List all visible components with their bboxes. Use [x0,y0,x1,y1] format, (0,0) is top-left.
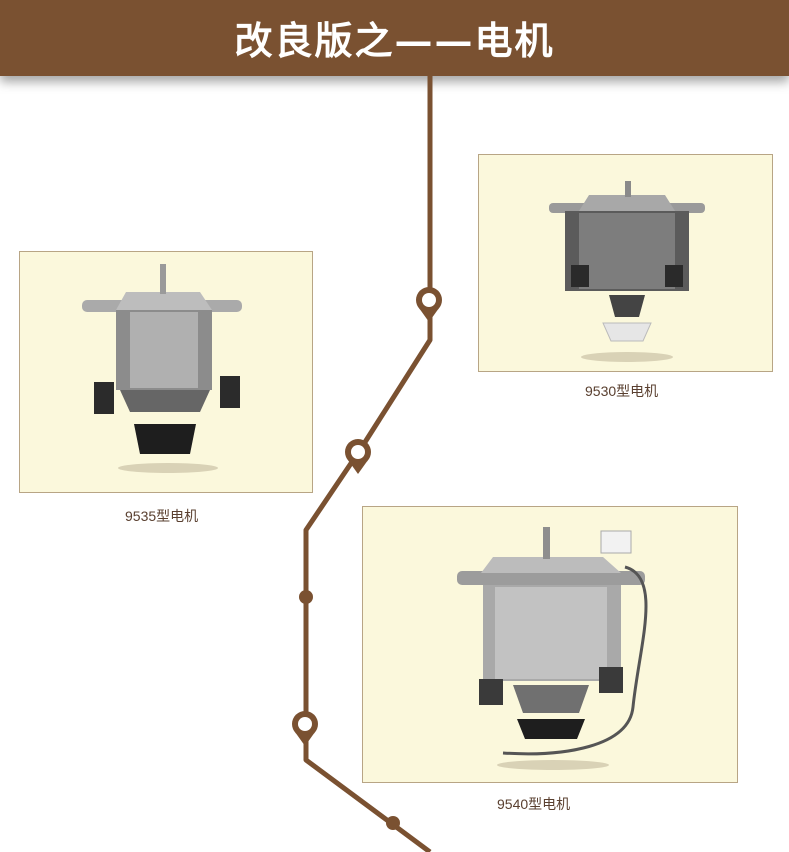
location-pin-icon [416,287,442,322]
motor-caption-9535: 9535型电机 [125,508,199,524]
motor-card-9540 [362,506,738,783]
location-pin-icon [292,711,318,746]
motor-card-9530 [478,154,773,372]
header-banner: 改良版之——电机 [0,0,789,76]
motor-icon [82,264,242,473]
route-dot [386,816,400,830]
page-title: 改良版之——电机 [234,18,555,63]
motor-card-9535 [19,251,313,493]
motor-caption-9540: 9540型电机 [497,796,571,812]
motor-icon [549,181,705,362]
location-pin-icon [345,439,371,474]
motor-caption-9530: 9530型电机 [585,383,659,399]
motor-icon [457,527,648,770]
route-dot [299,590,313,604]
